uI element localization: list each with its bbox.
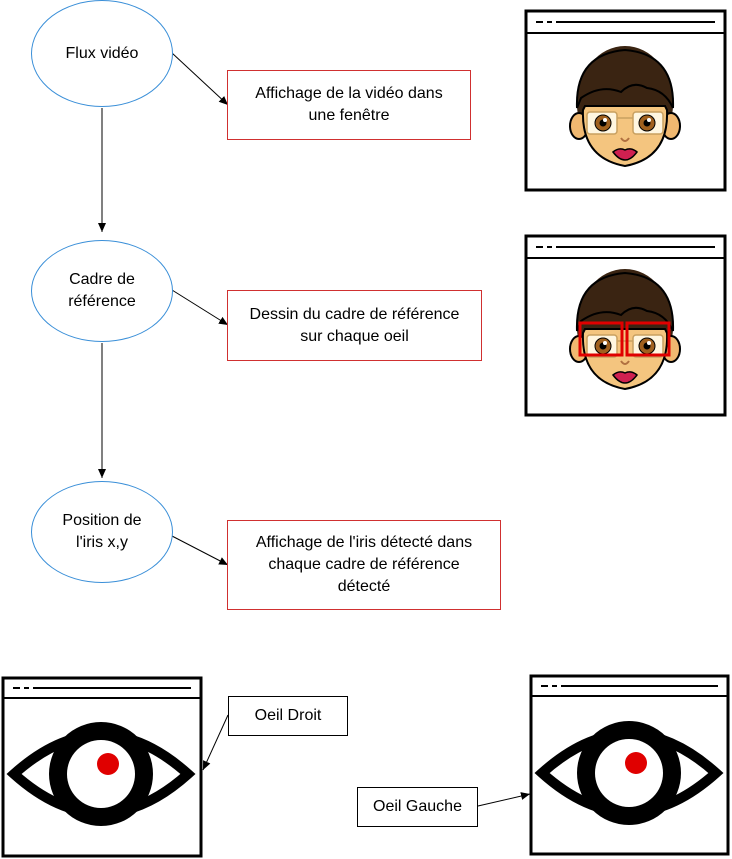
label-oeil-gauche: Oeil Gauche — [357, 787, 478, 827]
note-affichage-iris-text: Affichage de l'iris détecté dans chaque … — [255, 534, 473, 595]
reference-frame-left-eye — [625, 321, 671, 357]
node-position-iris: Position de l'iris x,y — [31, 481, 173, 583]
note-arrow-3 — [171, 535, 229, 566]
label-oeil-droit: Oeil Droit — [228, 696, 348, 736]
note-arrow-1 — [171, 52, 229, 106]
eye-arrow-droit — [202, 714, 229, 771]
reference-frame-right-eye — [578, 321, 624, 357]
label-oeil-gauche-text: Oeil Gauche — [373, 798, 462, 815]
browser-window-icon — [1, 676, 203, 858]
eye-arrow-gauche — [477, 792, 531, 807]
node-flux-video-label: Flux vidéo — [65, 44, 139, 62]
note-affichage-iris: Affichage de l'iris détecté dans chaque … — [227, 520, 501, 610]
note-affichage-video-text: Affichage de la vidéo dans une fenêtre — [255, 85, 443, 124]
label-oeil-droit-text: Oeil Droit — [254, 707, 322, 724]
node-cadre-reference: Cadre de référence — [31, 240, 173, 342]
node-cadre-reference-label: Cadre de référence — [68, 271, 136, 310]
note-affichage-video: Affichage de la vidéo dans une fenêtre — [227, 70, 471, 140]
node-position-iris-label: Position de l'iris x,y — [62, 512, 142, 551]
node-flux-video: Flux vidéo — [31, 0, 173, 107]
note-dessin-cadre-text: Dessin du cadre de référence sur chaque … — [249, 305, 460, 345]
note-dessin-cadre: Dessin du cadre de référence sur chaque … — [227, 290, 482, 361]
note-arrow-2 — [171, 289, 229, 326]
connectors — [98, 52, 531, 807]
